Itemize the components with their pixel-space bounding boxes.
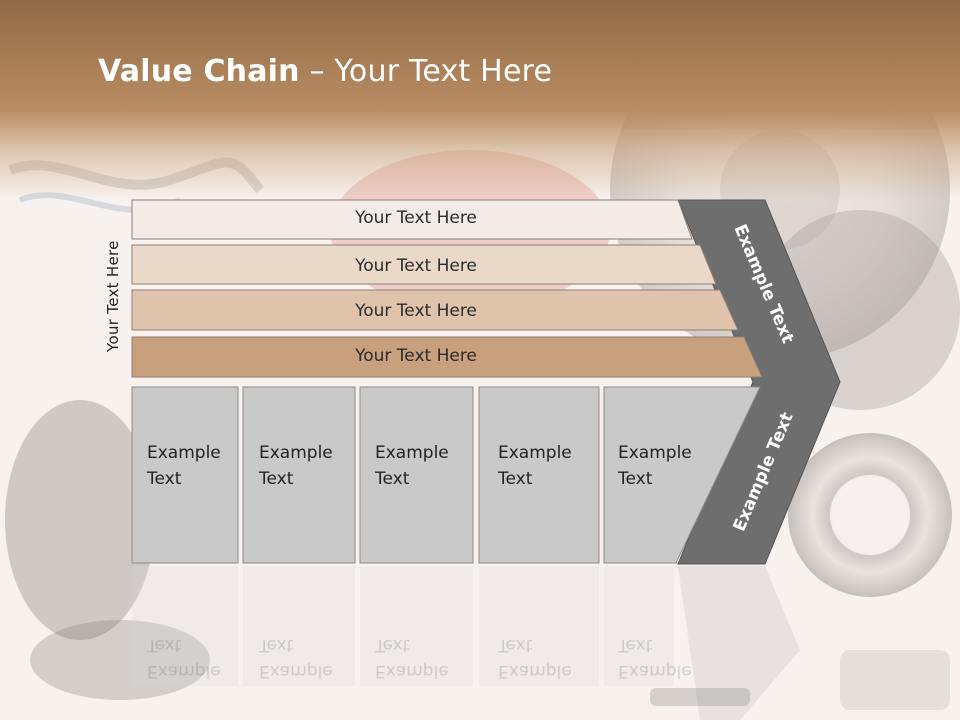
box-2-line2: Text — [259, 469, 294, 489]
box-5-reflection — [604, 566, 674, 686]
box-1-line1: Example — [147, 443, 221, 463]
box-2-reflection — [243, 566, 355, 686]
box-4-line2: Text — [498, 469, 533, 489]
bar-row-3-label: Your Text Here — [355, 301, 477, 321]
bar-row-1[interactable] — [131, 199, 693, 240]
box-4-line1: Example — [498, 443, 572, 463]
bar-row-3[interactable] — [131, 289, 739, 331]
bar-row-1-label: Your Text Here — [355, 208, 477, 228]
box-5-label: Example Text — [618, 440, 692, 492]
box-3-line1: Example — [375, 443, 449, 463]
box-1-label: Example Text — [147, 440, 221, 492]
bar-row-4-label: Your Text Here — [355, 346, 477, 366]
box-4-reflection — [479, 566, 599, 686]
box-5-line2: Text — [618, 469, 653, 489]
bar-row-2-label: Your Text Here — [355, 256, 477, 276]
slide-title[interactable]: Value Chain – Your Text Here — [98, 54, 552, 94]
box-5-line1: Example — [618, 443, 692, 463]
header-band — [0, 0, 960, 200]
title-rest: – Your Text Here — [299, 54, 553, 89]
box-3-label: Example Text — [375, 440, 449, 492]
box-3-reflection — [360, 566, 473, 686]
box-2-label: Example Text — [259, 440, 333, 492]
box-2[interactable] — [242, 386, 356, 564]
bar-row-4[interactable] — [131, 336, 763, 378]
box-1[interactable] — [131, 386, 239, 564]
chevron-reflection — [678, 566, 800, 720]
box-2-line1: Example — [259, 443, 333, 463]
bar-row-2[interactable] — [131, 244, 717, 285]
box-4-label: Example Text — [498, 440, 572, 492]
box-3[interactable] — [359, 386, 474, 564]
box-4[interactable] — [478, 386, 600, 564]
box-5[interactable] — [603, 386, 761, 564]
title-bold: Value Chain — [98, 54, 300, 89]
box-1-reflection — [132, 566, 238, 686]
box-3-line2: Text — [375, 469, 410, 489]
box-1-line2: Text — [147, 469, 182, 489]
